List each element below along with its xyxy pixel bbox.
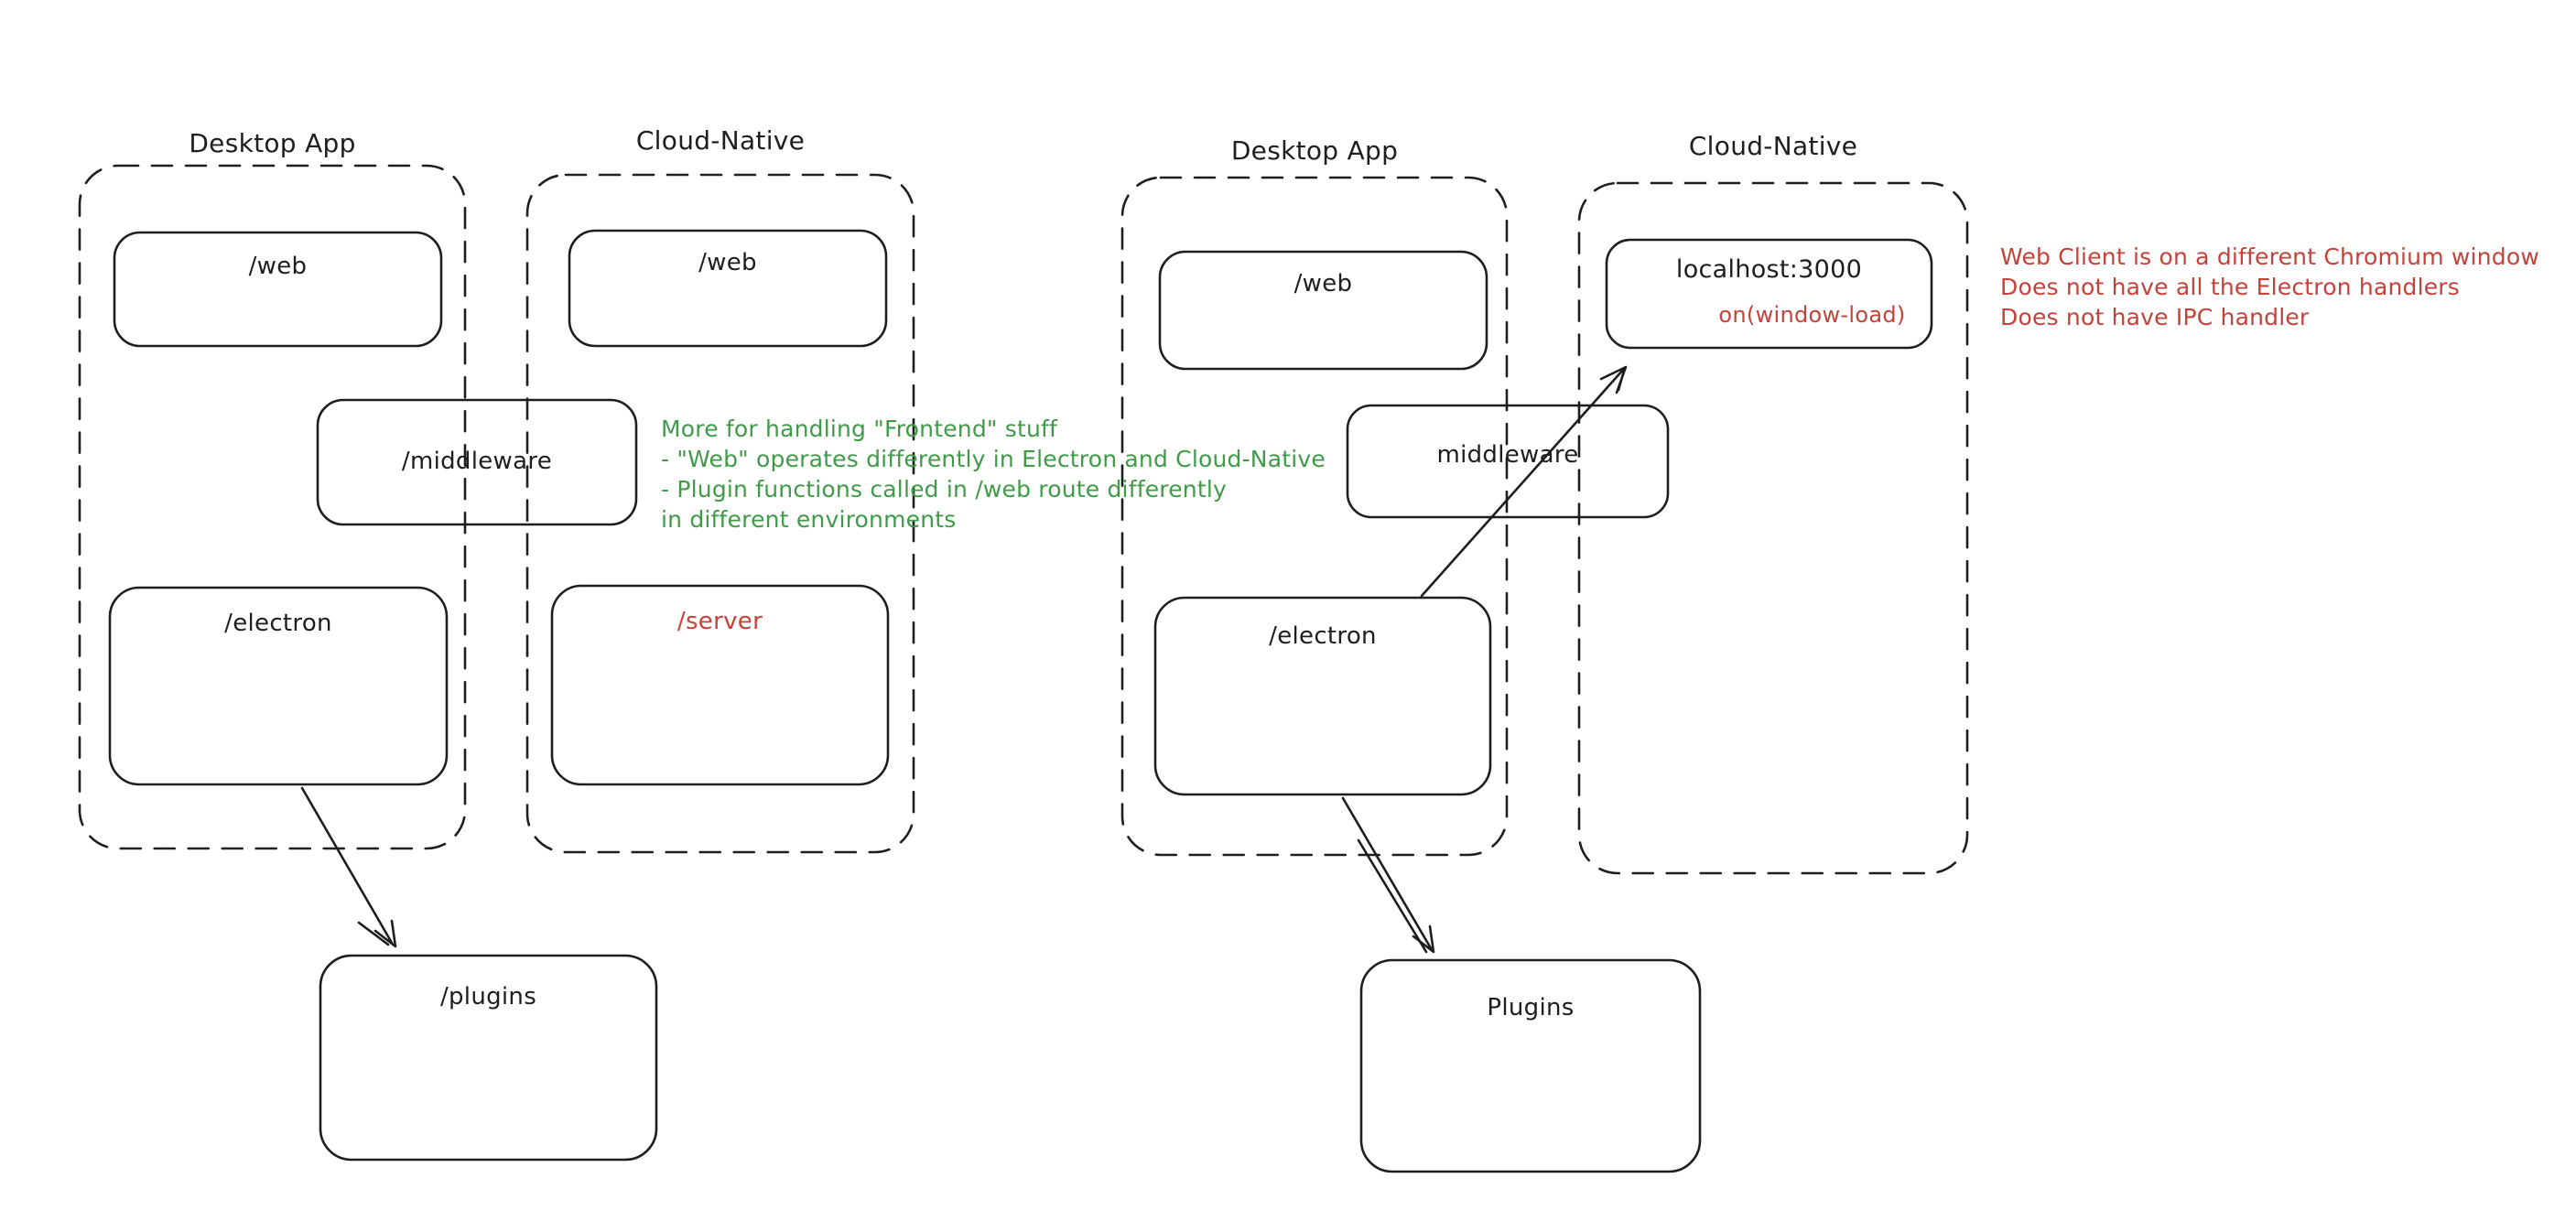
left-plugins-box bbox=[319, 954, 658, 1162]
left-desktop-app-container bbox=[78, 164, 467, 850]
right-middleware-box bbox=[1346, 404, 1670, 519]
left-electron-label: /electron bbox=[224, 610, 332, 637]
left-electron-box bbox=[108, 586, 449, 786]
green-note-line-1: More for handling "Frontend" stuff bbox=[661, 416, 1058, 442]
red-note-line-1: Web Client is on a different Chromium wi… bbox=[2000, 243, 2539, 270]
right-web-box bbox=[1158, 250, 1488, 371]
green-note-block: More for handling "Frontend" stuff - "We… bbox=[661, 414, 1326, 535]
right-plugins-box bbox=[1359, 958, 1702, 1173]
arrow-left-electron-to-plugins bbox=[300, 786, 397, 948]
arrow-right-electron-to-localhost bbox=[1420, 365, 1628, 598]
left-web-cloud-label: /web bbox=[698, 249, 757, 276]
green-note-line-4: in different environments bbox=[661, 506, 957, 533]
left-web-desktop-label: /web bbox=[248, 253, 308, 280]
left-cloud-native-label: Cloud-Native bbox=[635, 125, 806, 156]
left-desktop-app-label: Desktop App bbox=[189, 128, 356, 158]
red-note-line-2: Does not have all the Electron handlers bbox=[2000, 274, 2461, 300]
left-plugins-label: /plugins bbox=[439, 983, 537, 1010]
green-note-line-3: - Plugin functions called in /web route … bbox=[661, 476, 1227, 503]
right-localhost-box bbox=[1605, 238, 1933, 350]
right-electron-label: /electron bbox=[1269, 622, 1377, 650]
left-middleware-label: /middleware bbox=[401, 448, 553, 475]
right-window-load-label: on(window-load) bbox=[1718, 302, 1906, 328]
arrow-right-electron-to-plugins bbox=[1341, 796, 1435, 954]
right-web-label: /web bbox=[1293, 270, 1353, 297]
left-server-label: /server bbox=[676, 608, 763, 635]
right-electron-box bbox=[1153, 596, 1492, 796]
red-note-block: Web Client is on a different Chromium wi… bbox=[2000, 242, 2539, 332]
left-web-desktop-box bbox=[113, 231, 443, 348]
left-middleware-box bbox=[316, 398, 638, 526]
left-server-box bbox=[550, 584, 890, 786]
red-note-line-3: Does not have IPC handler bbox=[2000, 304, 2310, 330]
right-cloud-native-label: Cloud-Native bbox=[1688, 131, 1858, 161]
right-plugins-label: Plugins bbox=[1487, 994, 1575, 1021]
right-desktop-app-container bbox=[1120, 176, 1509, 857]
green-note-line-2: - "Web" operates differently in Electron… bbox=[661, 446, 1326, 472]
right-localhost-label: localhost:3000 bbox=[1675, 255, 1863, 284]
right-desktop-app-label: Desktop App bbox=[1230, 135, 1399, 166]
left-cloud-native-container bbox=[525, 173, 915, 854]
left-web-cloud-box bbox=[568, 229, 888, 348]
right-middleware-label: middleware bbox=[1436, 441, 1579, 469]
right-cloud-native-container bbox=[1577, 181, 1969, 875]
